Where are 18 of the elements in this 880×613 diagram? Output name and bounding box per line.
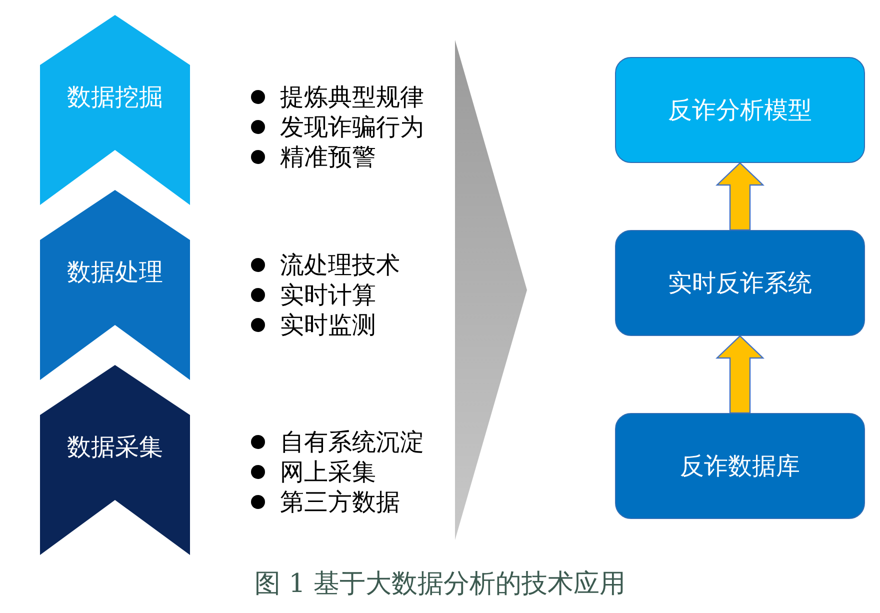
caption: 图 1 基于大数据分析的技术应用 xyxy=(253,568,627,601)
process-box: 实时反诈系统 xyxy=(615,230,865,336)
chevron-label: 数据采集 xyxy=(40,365,190,555)
arrow xyxy=(716,162,764,231)
bullet-text: 精准预警 xyxy=(280,143,376,171)
bullet-text: 实时监测 xyxy=(280,311,376,339)
bullet-text: 发现诈骗行为 xyxy=(280,113,424,141)
process-box: 反诈分析模型 xyxy=(615,57,865,163)
bullet-text: 第三方数据 xyxy=(280,488,400,516)
arrow xyxy=(716,335,764,414)
bullet-text: 提炼典型规律 xyxy=(280,83,424,111)
bullet-text: 网上采集 xyxy=(280,458,376,486)
bullet-text: 流处理技术 xyxy=(280,251,400,279)
bullet-text: 实时计算 xyxy=(280,281,376,309)
chevron-label: 数据挖掘 xyxy=(40,15,190,205)
bullet-text: 自有系统沉淀 xyxy=(280,428,424,456)
process-box: 反诈数据库 xyxy=(615,413,865,519)
chevron-label: 数据处理 xyxy=(40,190,190,380)
